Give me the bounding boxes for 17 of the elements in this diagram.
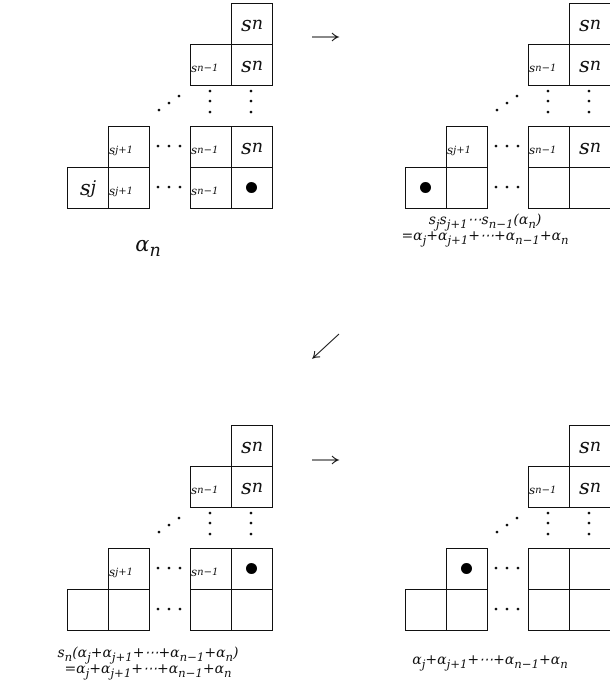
tableau-cell [405, 589, 447, 631]
math-label: α$_{n}$ [135, 232, 161, 264]
tableau-cell [67, 589, 109, 631]
tableau-cell [446, 548, 488, 590]
math-label: s$_{n}$(α$_{j}$+α$_{j+1}$+⋯+α$_{n−1}$+α$_{n}$) [57, 645, 239, 664]
tableau-cell [405, 167, 447, 209]
tableau-cell [231, 548, 273, 590]
tableau-cell [231, 589, 273, 631]
tableau-cell [528, 589, 570, 631]
tableau-cell [528, 167, 570, 209]
tableau-cell [231, 167, 273, 209]
tableau-cell [446, 167, 488, 209]
tableau-cell [528, 548, 570, 590]
tableau-cell [446, 589, 488, 631]
tableau-cell [190, 589, 232, 631]
tableau-cell [108, 589, 150, 631]
math-label: α$_{j}$+α$_{j+1}$+⋯+α$_{n−1}$+α$_{n}$ [412, 652, 568, 672]
